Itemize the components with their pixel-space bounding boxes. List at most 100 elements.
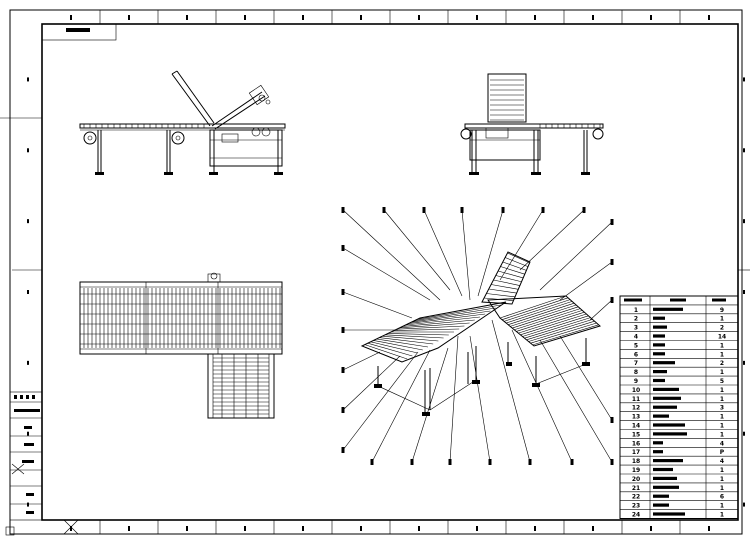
bom-item-quantity: 1 bbox=[720, 316, 724, 323]
bom-item-number: 13 bbox=[632, 414, 640, 421]
callout-balloon-4 bbox=[460, 207, 464, 213]
bom-item-number: 14 bbox=[632, 423, 640, 430]
plan-view bbox=[79, 272, 283, 419]
bom-item-quantity: P bbox=[720, 449, 725, 456]
callout-leader-23 bbox=[539, 339, 613, 463]
bom-item-description bbox=[653, 423, 685, 427]
bom-item-quantity: 1 bbox=[720, 396, 724, 403]
bom-item-description bbox=[653, 325, 667, 329]
bom-item-description bbox=[653, 396, 681, 400]
callout-leader-2 bbox=[383, 209, 451, 291]
bom-item-description bbox=[653, 361, 675, 365]
bom-item-quantity: 2 bbox=[720, 360, 724, 367]
bom-item-number: 7 bbox=[634, 360, 638, 367]
callout-balloon-5 bbox=[501, 207, 505, 213]
callout-leader-8 bbox=[539, 221, 613, 291]
bottom-left-cross-mark bbox=[63, 519, 79, 535]
bom-item-number: 17 bbox=[632, 449, 640, 456]
callout-leader-11 bbox=[342, 247, 431, 301]
bom-item-description bbox=[653, 503, 669, 507]
bom-item-quantity: 1 bbox=[720, 423, 724, 430]
bom-item-description bbox=[653, 307, 683, 311]
drawing-number-text bbox=[66, 28, 90, 32]
bom-item-quantity: 2 bbox=[720, 325, 724, 332]
callout-leader-18 bbox=[411, 347, 449, 463]
bom-item-number: 18 bbox=[632, 458, 640, 465]
callout-leader-7 bbox=[519, 209, 585, 271]
callout-leader-9 bbox=[559, 261, 613, 301]
bom-item-description bbox=[653, 432, 687, 436]
bom-item-quantity: 1 bbox=[720, 431, 724, 438]
bom-item-quantity: 6 bbox=[720, 494, 724, 501]
callout-leader-6 bbox=[499, 209, 544, 281]
bom-item-description bbox=[653, 485, 679, 489]
callout-balloon-3 bbox=[422, 207, 426, 213]
bom-item-number: 8 bbox=[634, 369, 638, 376]
callout-leader-19 bbox=[449, 335, 459, 463]
bom-item-number: 12 bbox=[632, 405, 640, 412]
callout-balloon-8 bbox=[610, 219, 614, 225]
bom-item-number: 21 bbox=[632, 485, 640, 492]
bom-item-quantity: 4 bbox=[720, 440, 724, 447]
callout-balloon-22 bbox=[570, 459, 574, 465]
bom-item-number: 10 bbox=[632, 387, 640, 394]
bom-item-number: 2 bbox=[634, 316, 638, 323]
callout-balloon-20 bbox=[488, 459, 492, 465]
callout-balloon-13 bbox=[341, 327, 345, 333]
callout-leader-3 bbox=[423, 209, 463, 297]
drawing-number-box bbox=[41, 23, 117, 41]
bom-item-description bbox=[653, 387, 679, 391]
bom-item-description bbox=[653, 467, 673, 472]
bom-item-description bbox=[653, 441, 663, 445]
callout-leader-20 bbox=[469, 335, 491, 463]
bom-item-number: 3 bbox=[634, 325, 638, 332]
bom-item-description bbox=[653, 316, 665, 320]
bom-item-description bbox=[653, 459, 683, 463]
callout-leader-5 bbox=[477, 209, 504, 297]
bom-item-quantity: 4 bbox=[720, 458, 724, 465]
bom-item-number: 6 bbox=[634, 351, 638, 358]
callout-leader-24 bbox=[559, 335, 613, 421]
bom-item-quantity: 1 bbox=[720, 414, 724, 421]
bom-item-quantity: 1 bbox=[720, 476, 724, 483]
callout-leader-16 bbox=[342, 351, 419, 451]
bom-item-number: 20 bbox=[632, 476, 640, 483]
bom-item-description bbox=[653, 352, 665, 356]
callout-leader-21 bbox=[491, 319, 531, 463]
outer-frame bbox=[9, 9, 743, 535]
bom-item-number: 11 bbox=[632, 396, 640, 403]
callout-leader-1 bbox=[342, 209, 441, 301]
callout-balloon-15 bbox=[341, 407, 345, 413]
callout-balloon-21 bbox=[528, 459, 532, 465]
bom-item-description bbox=[653, 512, 685, 516]
bom-item-quantity: 1 bbox=[720, 351, 724, 358]
callout-leader-14 bbox=[342, 351, 381, 371]
bom-item-description bbox=[653, 334, 665, 338]
bom-item-quantity: 1 bbox=[720, 342, 724, 349]
bom-item-description bbox=[653, 343, 665, 347]
bom-item-quantity: 3 bbox=[720, 405, 724, 412]
callout-balloon-7 bbox=[582, 207, 586, 213]
callout-balloon-9 bbox=[610, 259, 614, 265]
callout-leader-17 bbox=[371, 349, 431, 463]
callout-leader-12 bbox=[342, 291, 413, 319]
revision-block bbox=[9, 391, 43, 521]
bom-item-description bbox=[653, 450, 663, 454]
bom-item-description bbox=[653, 414, 669, 418]
callout-balloon-17 bbox=[370, 459, 374, 465]
border-zone-markers bbox=[27, 10, 745, 534]
bom-item-number: 9 bbox=[634, 378, 638, 385]
bom-item-description bbox=[653, 378, 665, 383]
callout-balloon-12 bbox=[341, 289, 345, 295]
bom-item-quantity: 5 bbox=[720, 378, 724, 385]
callout-balloon-19 bbox=[448, 459, 452, 465]
corner-mark bbox=[5, 526, 15, 536]
bom-item-quantity: 1 bbox=[720, 369, 724, 376]
callout-balloon-10 bbox=[610, 297, 614, 303]
front-elevation-view bbox=[79, 70, 286, 175]
callout-balloon-24 bbox=[610, 417, 614, 423]
bom-item-quantity: 1 bbox=[720, 512, 724, 519]
bom-item-number: 24 bbox=[632, 512, 640, 519]
